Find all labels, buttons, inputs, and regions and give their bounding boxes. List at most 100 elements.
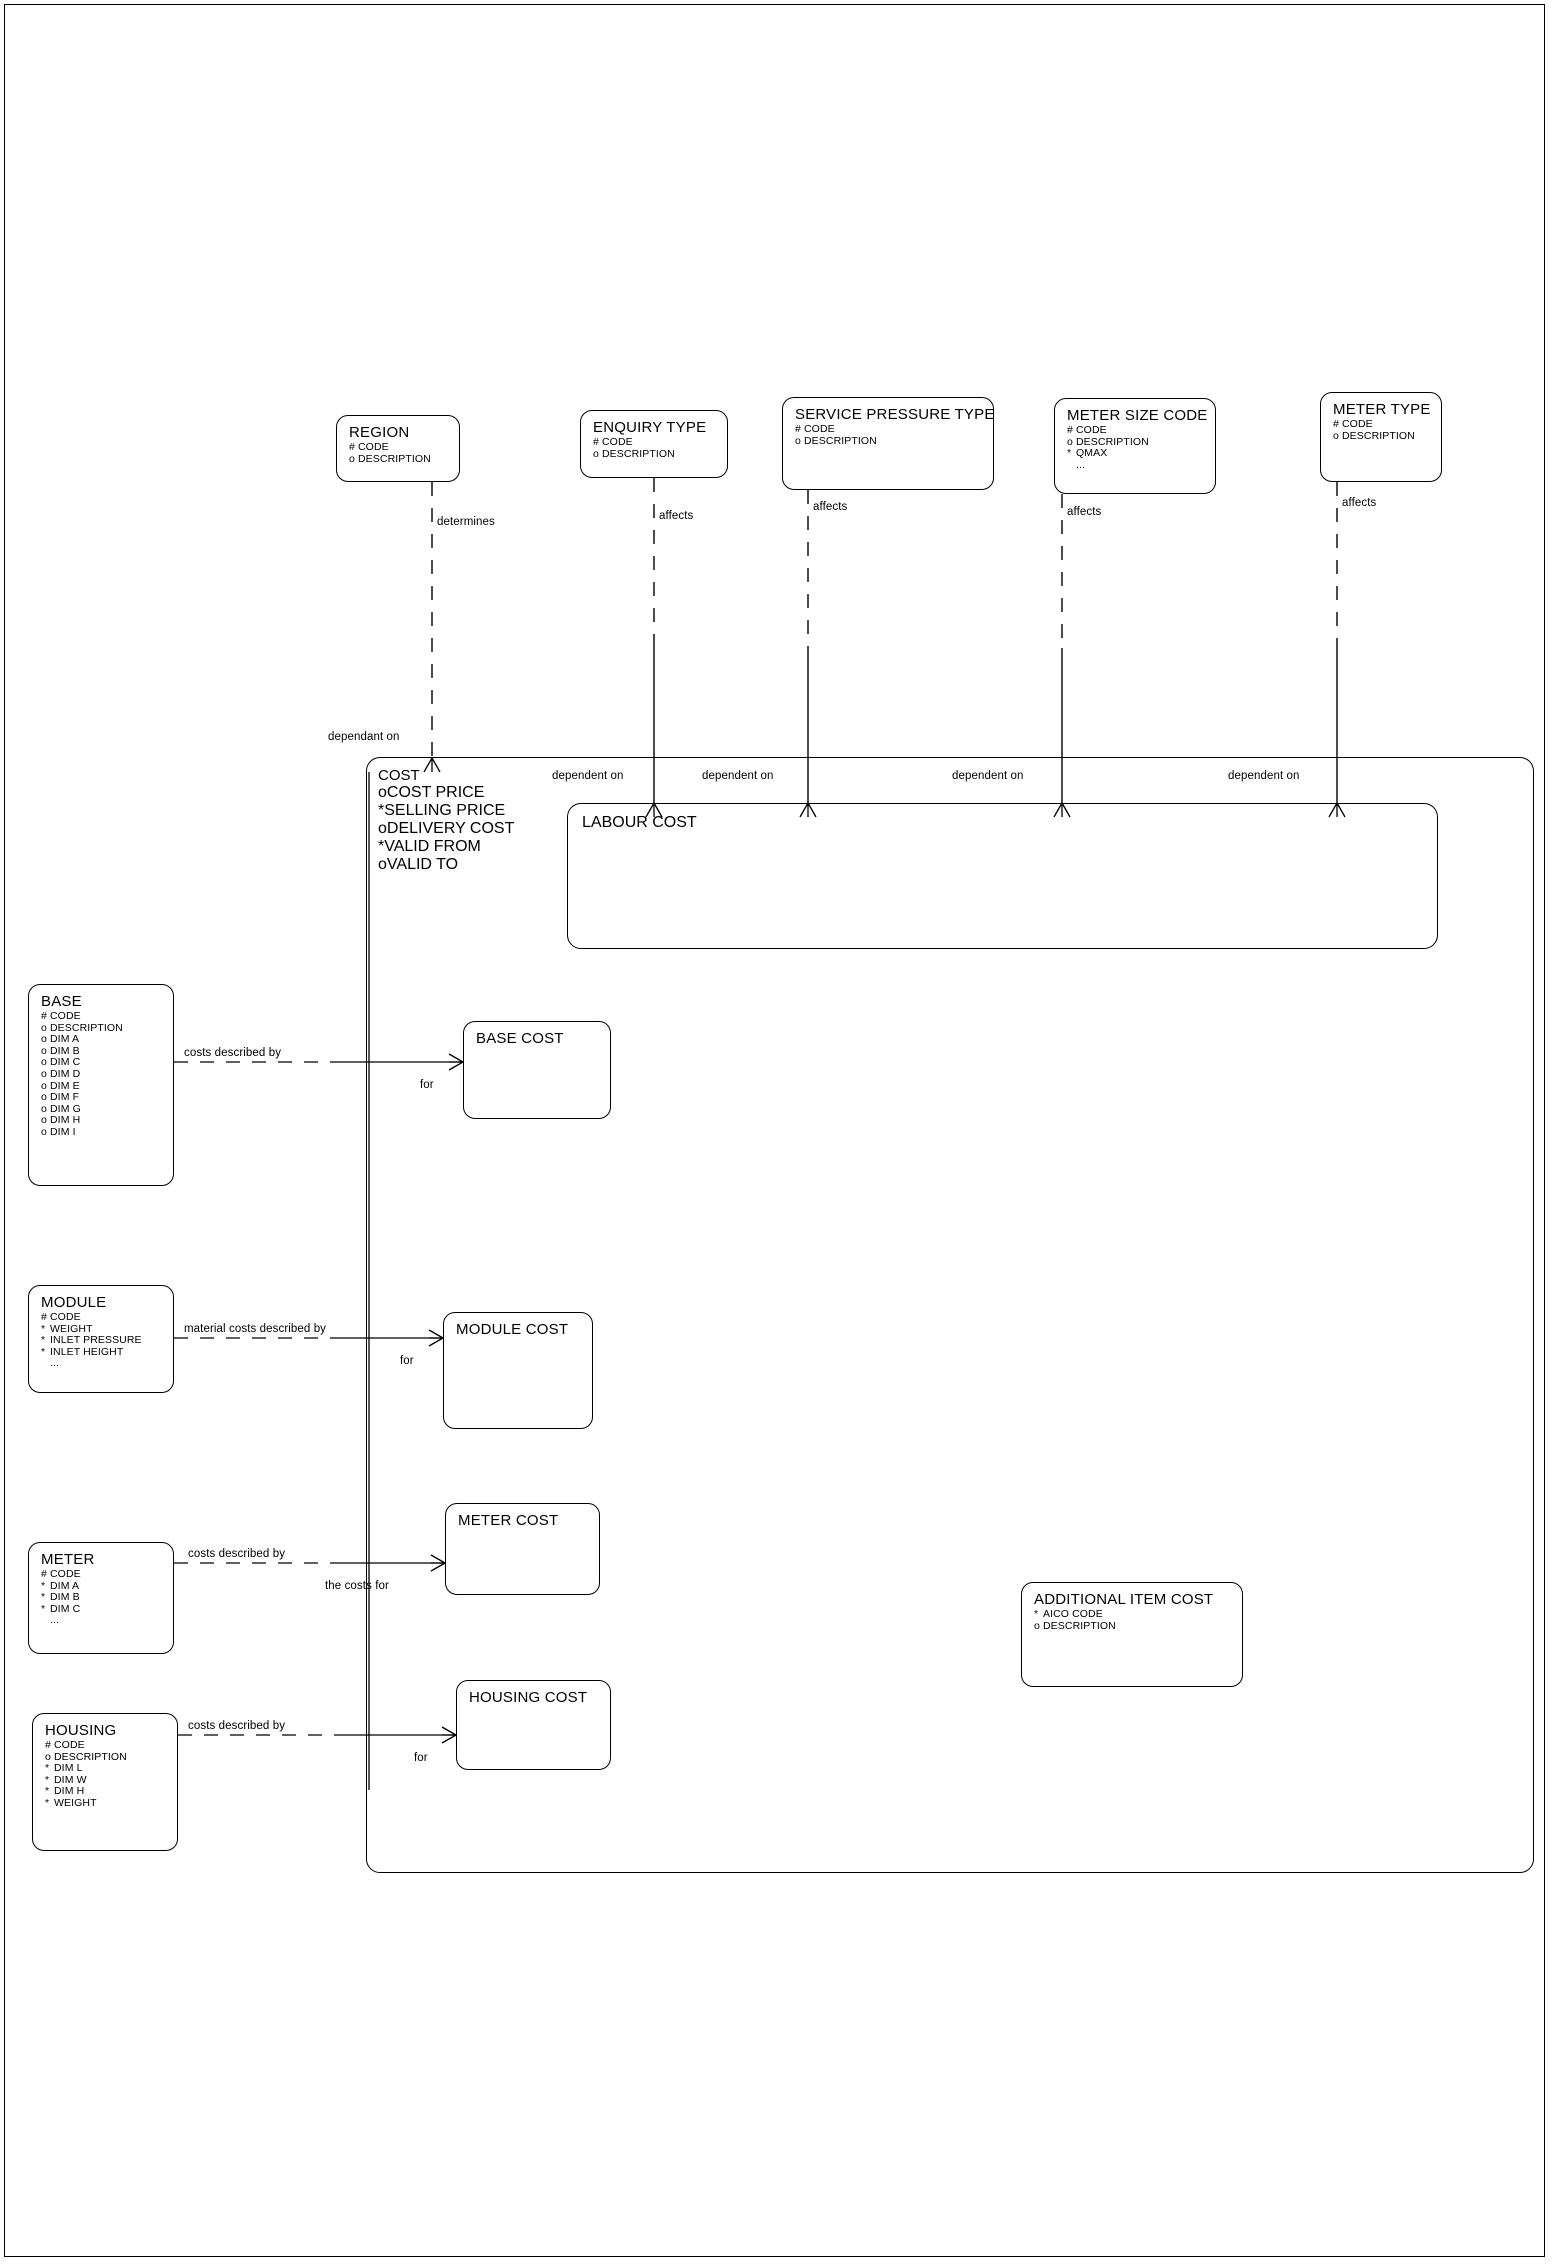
attr-row: *DIM L [45, 1762, 83, 1775]
connector-servicepressure-labourcost [799, 490, 817, 818]
entity-module[interactable]: MODULE #CODE *WEIGHT *INLET PRESSURE *IN… [28, 1285, 174, 1393]
rel-label-dependent-on-4: dependent on [1228, 770, 1300, 782]
entity-meter[interactable]: METER #CODE *DIM A *DIM B *DIM C ... [28, 1542, 174, 1654]
attr-row: ... [50, 1614, 60, 1627]
entity-labour-cost[interactable]: LABOUR COST [567, 803, 1438, 949]
entity-meter-name: METER [41, 1551, 95, 1568]
attr-row: #CODE [593, 436, 633, 448]
rel-label-service-affects: affects [813, 501, 848, 513]
rel-label-enquiry-affects: affects [659, 510, 694, 522]
entity-meter-size-code-name: METER SIZE CODE [1067, 407, 1208, 424]
attr-row: #CODE [1067, 424, 1107, 436]
connector-module-modulecost [174, 1329, 444, 1347]
rel-label-housing-costs-described-by: costs described by [188, 1720, 286, 1732]
entity-cost-name: COST [378, 767, 420, 784]
connector-metertype-labourcost [1328, 482, 1346, 818]
rel-label-base-costs-described-by: costs described by [184, 1047, 282, 1059]
rel-label-dependent-on-1: dependent on [552, 770, 624, 782]
rel-label-dependent-on-3: dependent on [952, 770, 1024, 782]
attr-row: #CODE [41, 1010, 81, 1022]
rel-label-region-dependant-on: dependant on [328, 731, 400, 743]
attr-row: *AICO CODE [1034, 1608, 1103, 1620]
connector-meter-metercost [174, 1554, 446, 1572]
entity-cost-container[interactable] [366, 757, 1534, 1873]
attr-row: *WEIGHT [45, 1796, 97, 1809]
attr-row: ... [50, 1357, 60, 1370]
rel-label-dependent-on-2: dependent on [702, 770, 774, 782]
attr-row: *DIM C [41, 1602, 81, 1615]
entity-base-cost[interactable]: BASE COST [463, 1021, 611, 1119]
attr-row: oCOST PRICE [378, 784, 485, 801]
attr-row: #CODE [795, 423, 835, 435]
attr-row: oDELIVERY COST [378, 820, 515, 837]
entity-meter-type-name: METER TYPE [1333, 401, 1431, 418]
rel-label-meter-costs-described-by: costs described by [188, 1548, 286, 1560]
entity-module-cost[interactable]: MODULE COST [443, 1312, 593, 1429]
connector-housing-housingcost [178, 1726, 457, 1744]
entity-service-pressure-type-name: SERVICE PRESSURE TYPE [795, 406, 995, 423]
entity-module-name: MODULE [41, 1294, 107, 1311]
rel-label-meter-the-costs-for: the costs for [325, 1580, 389, 1592]
connector-metersize-labourcost [1053, 494, 1071, 818]
attr-row: ... [1076, 458, 1086, 471]
entity-housing-cost-name: HOUSING COST [469, 1689, 588, 1706]
entity-labour-cost-name: LABOUR COST [582, 814, 697, 831]
attr-row: *QMAX [1067, 447, 1108, 460]
attr-row: #CODE [349, 441, 389, 453]
entity-additional-item-cost-name: ADDITIONAL ITEM COST [1034, 1591, 1214, 1608]
rel-label-module-material-costs: material costs described by [184, 1323, 327, 1335]
rel-label-housing-for: for [414, 1752, 428, 1764]
attr-row: #CODE [41, 1311, 81, 1323]
attr-row: *SELLING PRICE [378, 802, 506, 819]
entity-meter-attrs: #CODE *DIM A *DIM B *DIM C ... [41, 1568, 173, 1627]
connector-base-basecost [174, 1053, 464, 1071]
entity-cost-text: COST oCOST PRICE *SELLING PRICE oDELIVER… [378, 767, 514, 874]
entity-region-name: REGION [349, 424, 410, 441]
entity-meter-cost[interactable]: METER COST [445, 1503, 600, 1595]
entity-base-name: BASE [41, 993, 82, 1010]
rel-label-module-for: for [400, 1355, 414, 1367]
attr-row: *INLET PRESSURE [41, 1334, 142, 1347]
attr-row: *DIM A [41, 1579, 80, 1592]
attr-row: *VALID FROM [378, 838, 481, 855]
rel-label-metertype-affects: affects [1342, 497, 1377, 509]
entity-enquiry-type-name: ENQUIRY TYPE [593, 419, 707, 436]
entity-module-cost-name: MODULE COST [456, 1321, 569, 1338]
entity-housing-cost[interactable]: HOUSING COST [456, 1680, 611, 1770]
attr-row: #CODE [1333, 418, 1373, 430]
rel-label-region-determines: determines [437, 516, 495, 528]
